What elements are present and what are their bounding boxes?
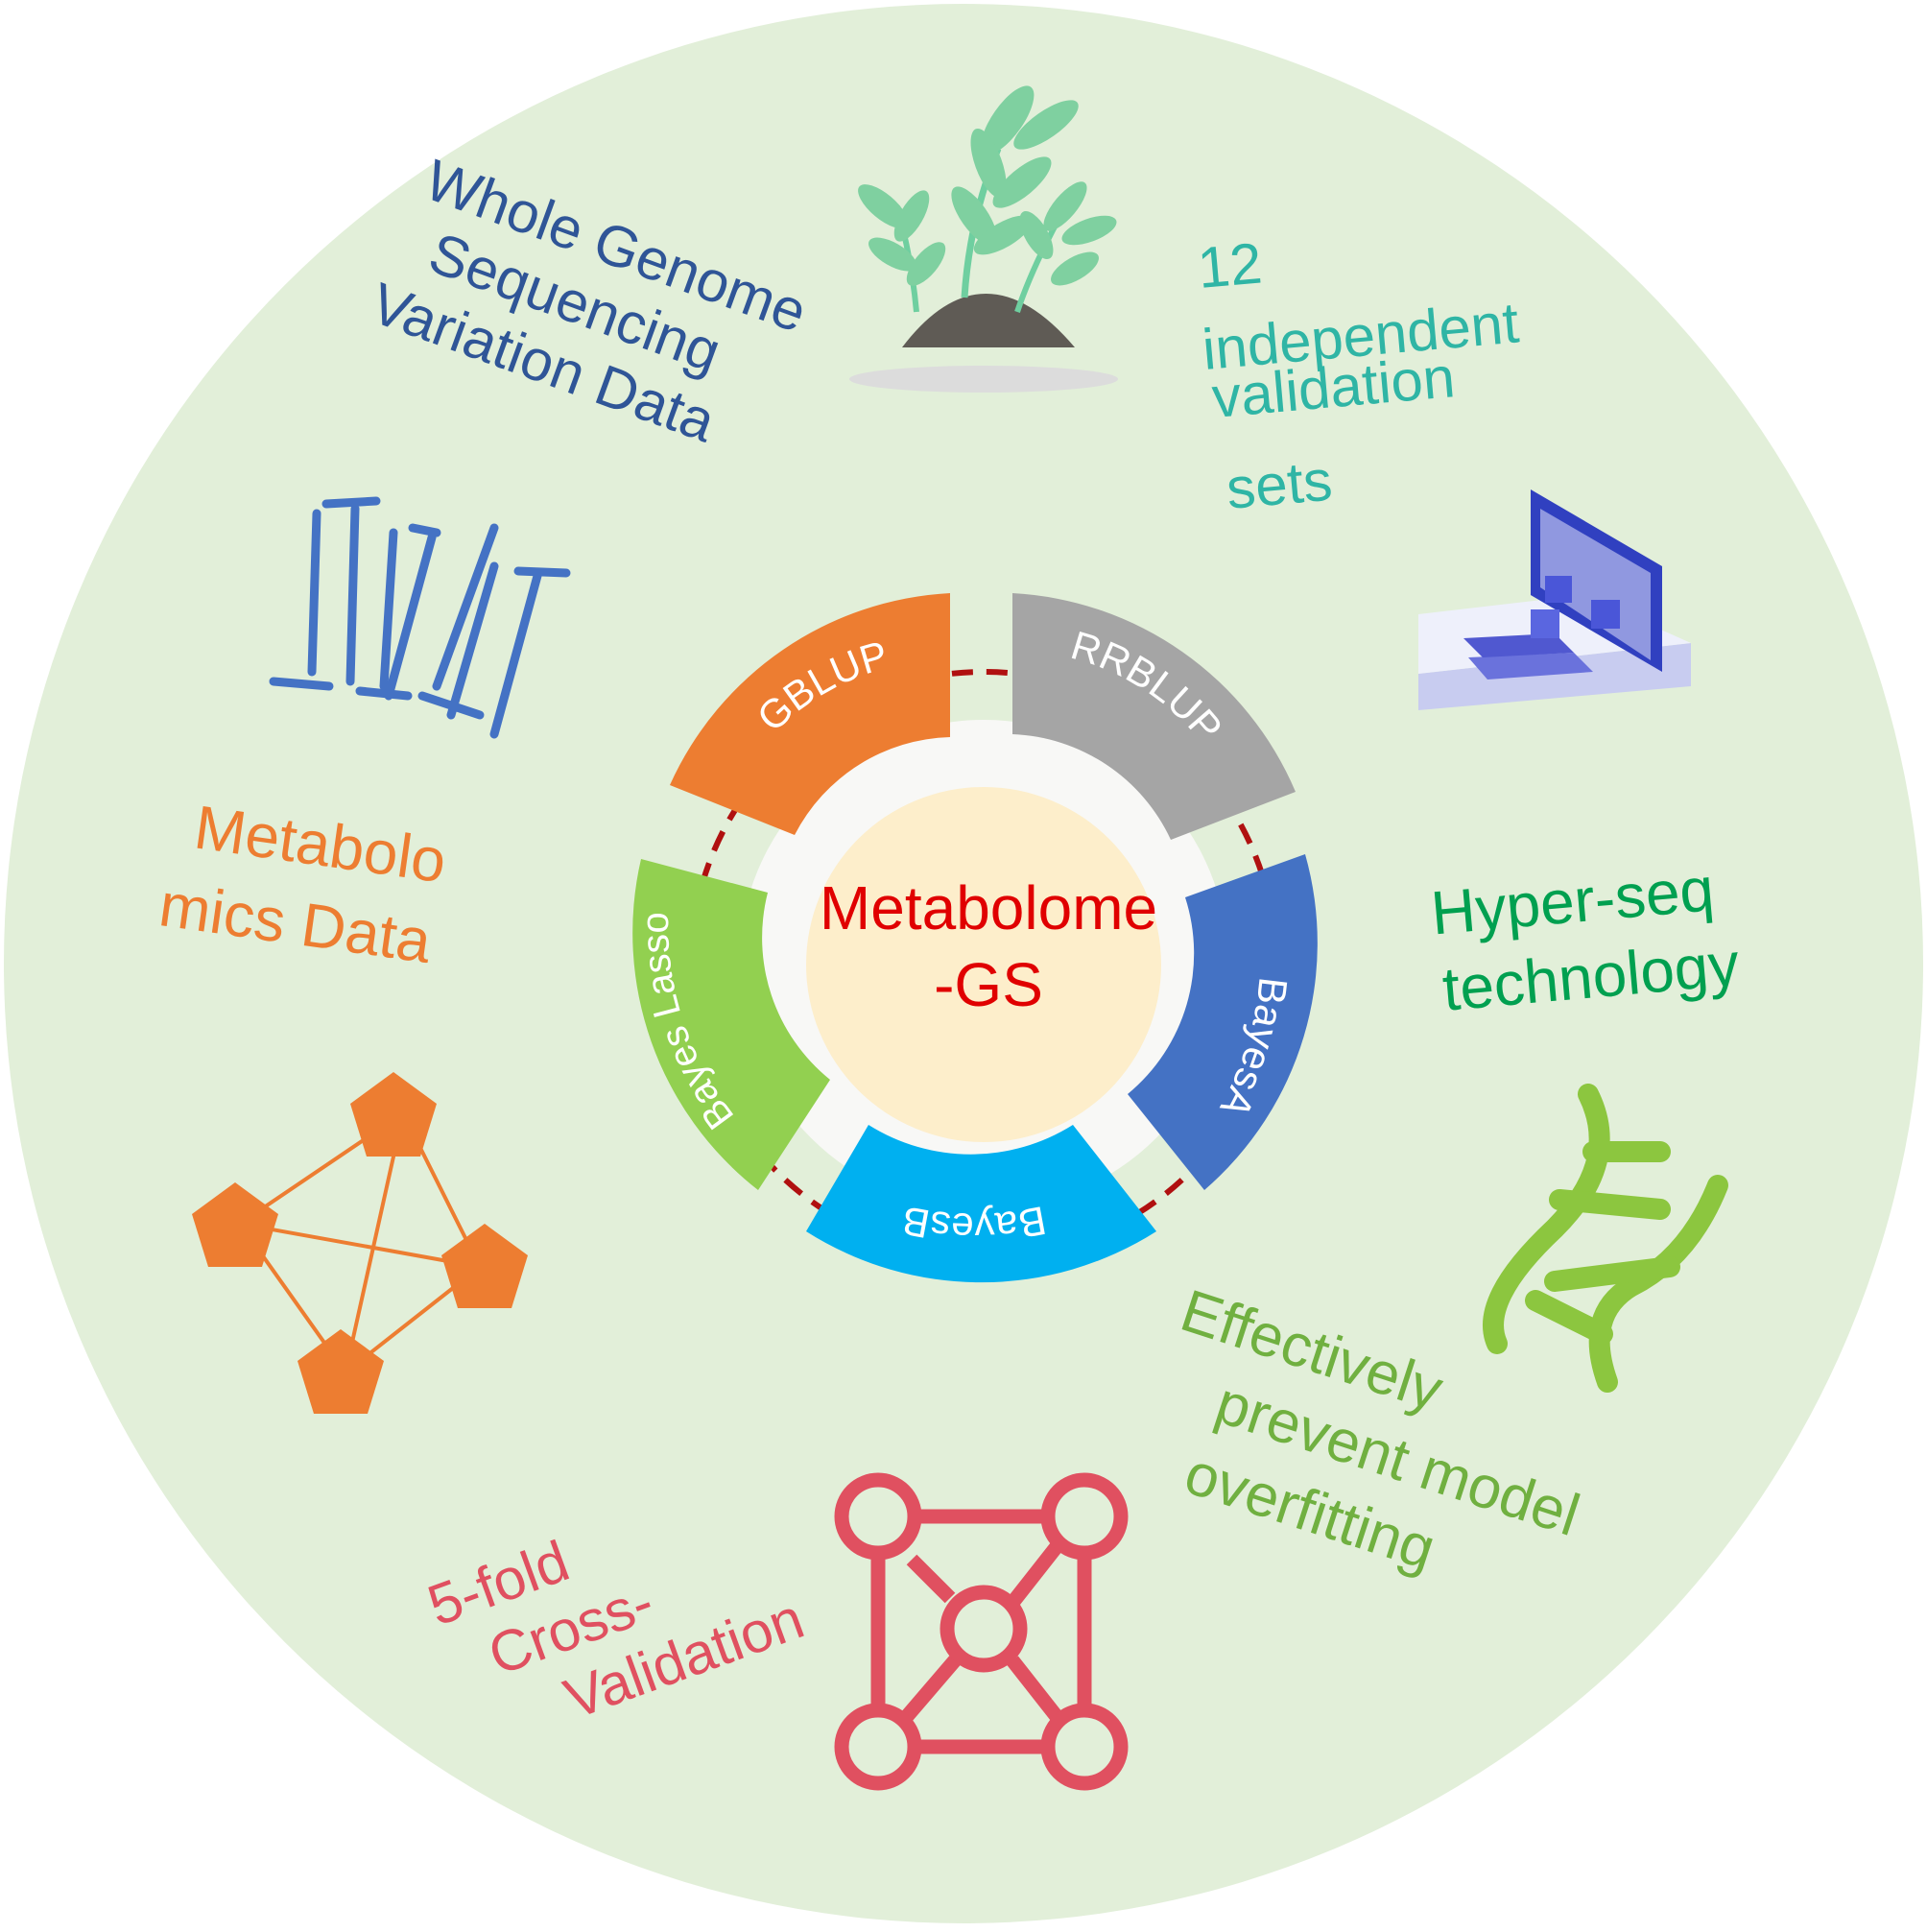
dna-icon — [1483, 1084, 1728, 1393]
segment-gblup: GBLUP — [670, 593, 950, 835]
plant-icon — [849, 85, 1118, 393]
center-circle — [806, 787, 1161, 1142]
pentagon-network-icon — [192, 1072, 528, 1414]
validation-line4: sets — [1224, 448, 1334, 521]
sequencing-reads-icon — [269, 496, 571, 739]
computer-icon — [1418, 489, 1691, 710]
segment-bayes-b: BayesB — [806, 1125, 1156, 1283]
validation-line1: 12 — [1195, 230, 1264, 300]
network-nodes-icon — [834, 1472, 1129, 1791]
center-title-line2: -GS — [934, 950, 1043, 1019]
center-title-line1: Metabolome — [820, 873, 1157, 942]
